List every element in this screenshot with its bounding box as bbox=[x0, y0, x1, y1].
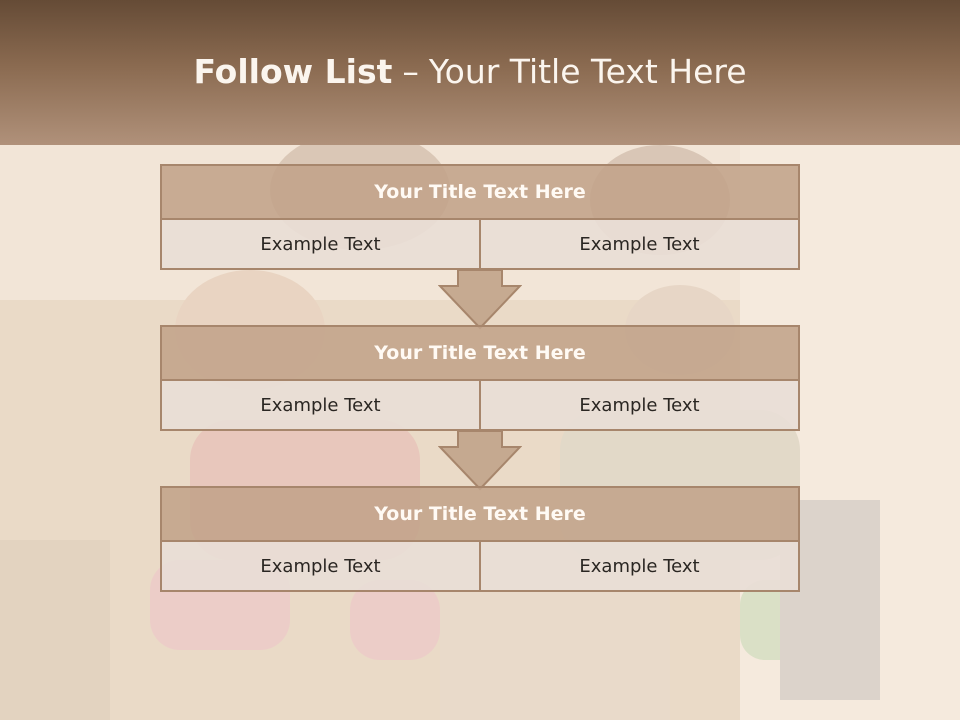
title-bar: Follow List–Your Title Text Here bbox=[0, 0, 960, 145]
block-right-text: Example Text bbox=[481, 220, 800, 270]
block-title: Your Title Text Here bbox=[160, 486, 800, 542]
block-left-text: Example Text bbox=[160, 220, 481, 270]
title-bold: Follow List bbox=[193, 52, 393, 91]
block-left-text: Example Text bbox=[160, 381, 481, 431]
block-title: Your Title Text Here bbox=[160, 325, 800, 381]
block-right-text: Example Text bbox=[481, 381, 800, 431]
block-right-text: Example Text bbox=[481, 542, 800, 592]
list-block-3: Your Title Text Here Example Text Exampl… bbox=[160, 486, 800, 592]
slide-title: Follow List–Your Title Text Here bbox=[0, 52, 940, 91]
block-title: Your Title Text Here bbox=[160, 164, 800, 220]
list-block-2: Your Title Text Here Example Text Exampl… bbox=[160, 325, 800, 431]
title-rest: Your Title Text Here bbox=[428, 52, 747, 91]
list-block-1: Your Title Text Here Example Text Exampl… bbox=[160, 164, 800, 270]
down-arrow-icon bbox=[438, 431, 522, 491]
block-left-text: Example Text bbox=[160, 542, 481, 592]
title-dash: – bbox=[402, 52, 419, 91]
down-arrow-icon bbox=[438, 270, 522, 330]
